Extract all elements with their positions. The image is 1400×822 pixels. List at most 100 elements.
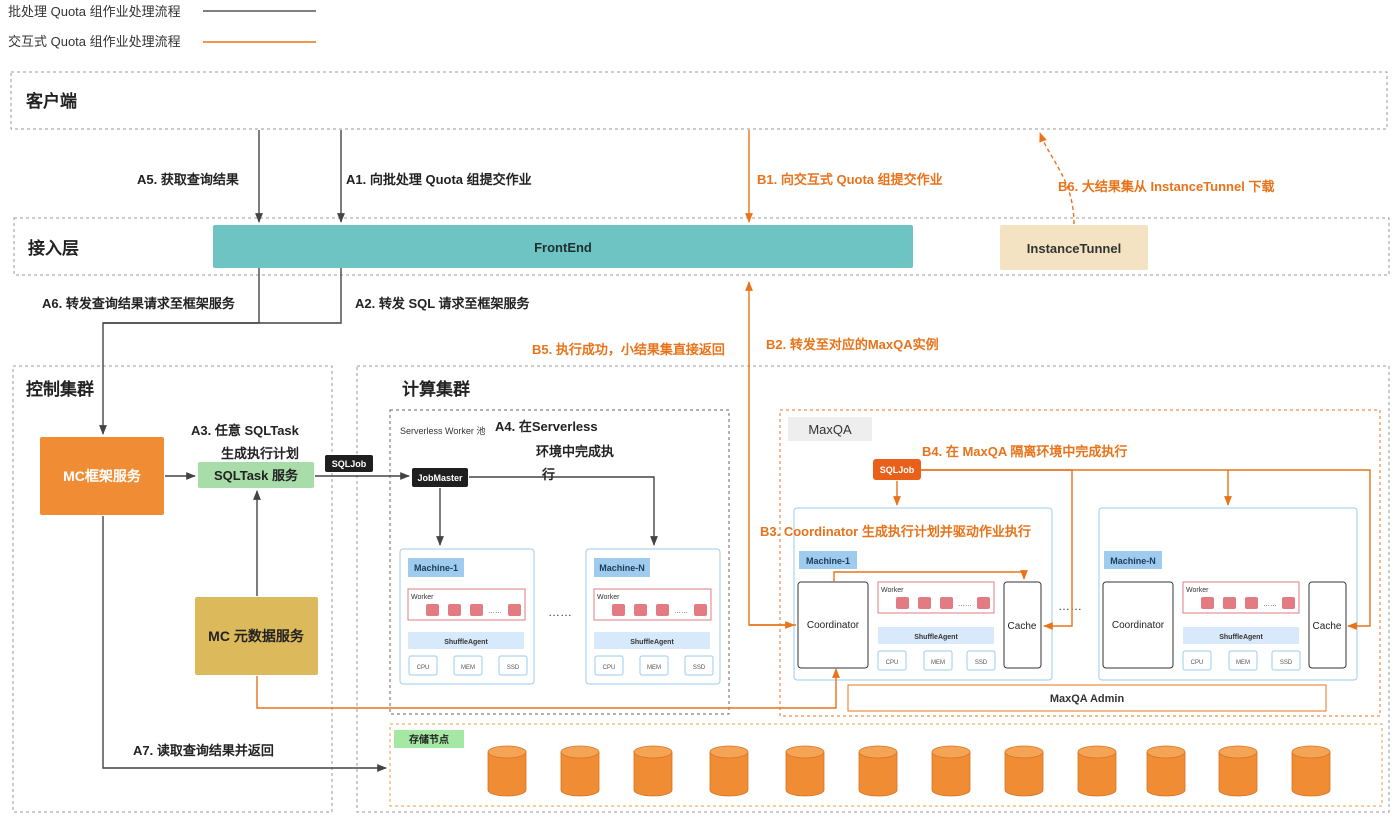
storage-node-icon xyxy=(1146,745,1186,797)
worker-chip xyxy=(634,604,647,616)
coordinator-label: Coordinator xyxy=(1112,620,1165,631)
shuffle-agent-box xyxy=(878,627,994,644)
step-a7: A7. 读取查询结果并返回 xyxy=(133,743,274,758)
interactive-flow xyxy=(256,130,1371,709)
batch-flow xyxy=(99,130,658,772)
shuffle-agent-box xyxy=(1183,627,1299,644)
machine-label-box xyxy=(594,558,650,577)
worker-chip xyxy=(508,604,521,616)
worker-dots: …… xyxy=(674,608,688,615)
sqljob-batch-tag xyxy=(325,455,373,472)
worker-chip xyxy=(426,604,439,616)
shuffle-agent-label: ShuffleAgent xyxy=(444,639,488,646)
storage-node-icon xyxy=(858,745,898,797)
worker-chip xyxy=(1201,597,1214,609)
arrow-sqljob-to-machinen xyxy=(921,469,1232,506)
resource-mem-label: MEM xyxy=(1236,660,1250,666)
legend-batch-label: 批处理 Quota 组作业处理流程 xyxy=(8,4,181,19)
step-labels: A5. 获取查询结果 A1. 向批处理 Quota 组提交作业 A6. 转发查询… xyxy=(42,172,1274,758)
resource-mem-box xyxy=(1228,650,1258,671)
step-b6: B6. 大结果集从 InstanceTunnel 下载 xyxy=(1058,179,1274,194)
storage-node-icon xyxy=(785,745,825,797)
worker-chip xyxy=(448,604,461,616)
arrow-sqljob-to-cache1 xyxy=(921,469,1073,630)
sqljob-maxqa-label: SQLJob xyxy=(880,465,915,475)
worker-chip xyxy=(1223,597,1236,609)
resource-mem-box xyxy=(639,655,669,676)
step-b4: B4. 在 MaxQA 隔离环境中完成执行 xyxy=(922,444,1127,459)
metadata-label: MC 元数据服务 xyxy=(208,628,305,644)
worker-dots: …… xyxy=(488,608,502,615)
storage-node-icon xyxy=(709,745,749,797)
storage-node-icon xyxy=(487,745,527,797)
mc-framework-box xyxy=(40,437,164,515)
step-b5: B5. 执行成功，小结果集直接返回 xyxy=(532,342,725,357)
access-layer xyxy=(13,217,1390,276)
step-a4-line3: 行 xyxy=(541,467,555,482)
arrow-b5 xyxy=(745,281,796,626)
jobmaster-label: JobMaster xyxy=(417,473,463,483)
resource-cpu-label: CPU xyxy=(603,665,616,671)
arrow-a7 xyxy=(102,516,387,772)
resource-cpu-box xyxy=(877,650,907,671)
storage-node-icon xyxy=(931,745,971,797)
step-a3-line1: A3. 任意 SQLTask xyxy=(191,423,300,438)
jobmaster-box xyxy=(412,468,468,487)
resource-ssd-box xyxy=(684,655,714,676)
resource-mem-box xyxy=(453,655,483,676)
storage-tag-label: 存储节点 xyxy=(409,733,449,746)
arrow-a6 xyxy=(99,268,260,435)
step-a2: A2. 转发 SQL 请求至框架服务 xyxy=(355,296,531,311)
coordinator-label: Coordinator xyxy=(807,620,860,631)
sqljob-maxqa-tag xyxy=(873,459,921,480)
instance-tunnel-label: InstanceTunnel xyxy=(1027,241,1121,256)
machine-label-box xyxy=(799,551,857,569)
worker-chip xyxy=(977,597,990,609)
worker-chip xyxy=(612,604,625,616)
step-b2: B2. 转发至对应的MaxQA实例 xyxy=(766,337,939,352)
maxqa-admin-label: MaxQA Admin xyxy=(1050,693,1125,705)
maxqa-area xyxy=(779,409,1381,717)
frontend-label: FrontEnd xyxy=(534,240,592,255)
machine-label: Machine-1 xyxy=(806,556,850,566)
resource-cpu-box xyxy=(1182,650,1212,671)
shuffle-agent-label: ShuffleAgent xyxy=(630,639,674,646)
storage-node-icon xyxy=(1004,745,1044,797)
instance-tunnel-box xyxy=(1000,225,1148,270)
storage-node-icon xyxy=(1077,745,1117,797)
compute-cluster-title: 计算集群 xyxy=(402,379,470,399)
maxqa-admin-box xyxy=(847,684,1327,712)
machine-label: Machine-N xyxy=(1110,556,1156,566)
sqljob-batch-label: SQLJob xyxy=(332,459,367,469)
worker-chip xyxy=(1245,597,1258,609)
shuffle-agent-box xyxy=(594,632,710,649)
worker-dots: …… xyxy=(958,601,972,608)
machine-label-box xyxy=(1104,551,1162,569)
worker-chip xyxy=(896,597,909,609)
resource-ssd-label: SSD xyxy=(693,665,706,671)
resource-mem-label: MEM xyxy=(647,665,661,671)
resource-ssd-label: SSD xyxy=(1280,660,1293,666)
resource-cpu-label: CPU xyxy=(417,665,430,671)
step-a1: A1. 向批处理 Quota 组提交作业 xyxy=(346,172,532,187)
step-a4-line2: 环境中完成执 xyxy=(536,444,614,459)
control-cluster xyxy=(12,365,333,813)
access-layer-title: 接入层 xyxy=(28,238,79,258)
resource-cpu-label: CPU xyxy=(1191,660,1204,666)
shuffle-agent-box xyxy=(408,632,524,649)
machine-label-box xyxy=(408,558,464,577)
compute-cluster xyxy=(356,365,1390,813)
coordinator-box xyxy=(1102,581,1174,669)
worker-chip xyxy=(470,604,483,616)
storage-node-icon xyxy=(1218,745,1258,797)
storage-node-icon xyxy=(560,745,600,797)
frontend-box xyxy=(213,225,913,268)
mc-framework-label: MC框架服务 xyxy=(63,468,142,484)
legend: 批处理 Quota 组作业处理流程 交互式 Quota 组作业处理流程 xyxy=(8,4,316,49)
